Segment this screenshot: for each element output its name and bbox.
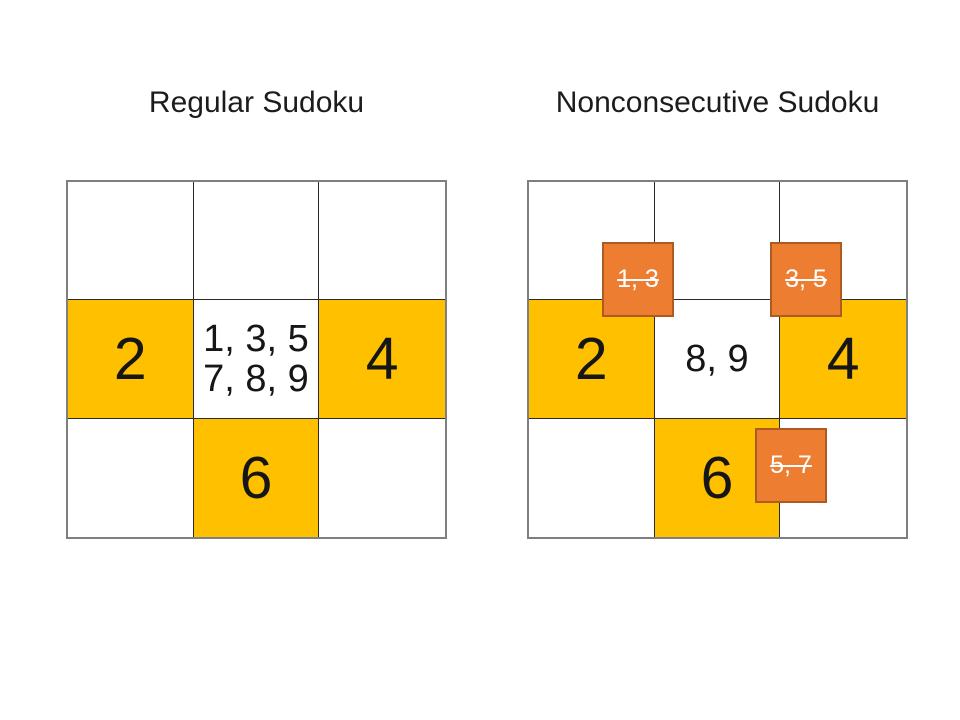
left-grid-cell-r1c1 [68,182,194,301]
callout-text: 5, 7 [770,451,812,479]
left-grid-cell-r2c3: 4 [319,300,445,419]
candidate-line-1: 1, 3, 5 [203,317,309,360]
callout-text: 1, 3 [617,265,659,293]
callout-eliminated-3-5: 3, 5 [770,242,842,317]
callout-text: 3, 5 [785,265,827,293]
left-grid-cell-r2c2-candidates: 1, 3, 5 7, 8, 9 [193,300,320,419]
right-grid-cell-r3c1 [529,418,655,537]
left-grid-cell-r3c2: 6 [193,418,320,537]
left-grid-cell-r3c3 [319,418,445,537]
right-grid-cell-r2c3: 4 [780,300,906,419]
nonconsecutive-sudoku-grid: 2 8, 9 4 6 [527,180,908,539]
left-grid-cell-r1c2 [193,182,320,301]
left-grid-cell-r2c1: 2 [68,300,194,419]
right-grid-cell-r2c2-candidates: 8, 9 [654,300,781,419]
callout-eliminated-5-7: 5, 7 [755,428,827,503]
left-grid-cell-r1c3 [319,182,445,301]
right-grid-cell-r2c1: 2 [529,300,655,419]
callout-eliminated-1-3: 1, 3 [602,242,674,317]
left-grid-title: Regular Sudoku [148,86,365,119]
regular-sudoku-grid: 2 1, 3, 5 7, 8, 9 4 6 [66,180,447,539]
right-grid-title: Nonconsecutive Sudoku [555,86,880,119]
right-grid-cell-r1c2 [654,182,781,301]
left-grid-cell-r3c1 [68,418,194,537]
candidate-line-2: 7, 8, 9 [203,357,309,400]
